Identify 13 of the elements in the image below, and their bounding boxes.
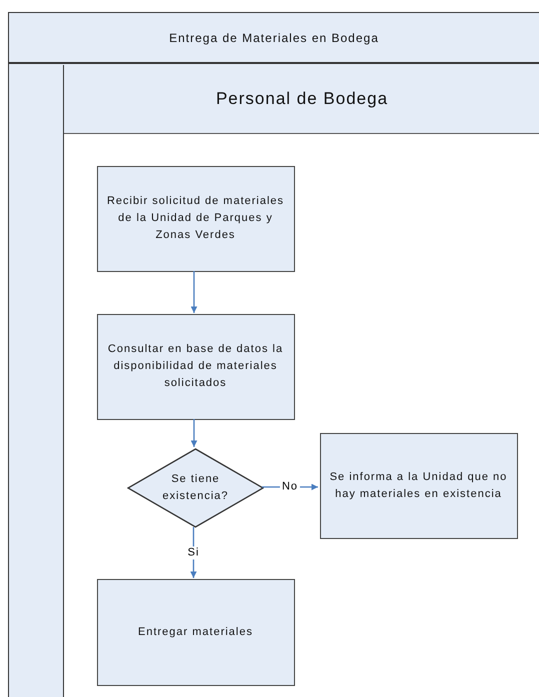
step-text: Entregar materiales: [137, 624, 254, 640]
step-text: Recibir solicitud de materiales de la Unidad de Parques y Zonas Verdes: [106, 194, 286, 243]
lane-title: Personal de Bodega: [64, 65, 539, 134]
step-text: Se tiene existencia?: [161, 472, 230, 504]
process-box: [97, 166, 295, 272]
step-text: Se informa a la Unidad que no hay materiales en existencia: [328, 470, 508, 502]
process-box: [320, 433, 518, 539]
process-box: [97, 579, 295, 686]
step-text: Consultar en base de datos la disponibilidad de materiales solicitados: [106, 342, 284, 391]
decision-diamond: [127, 448, 264, 528]
process-box: [97, 314, 295, 420]
pool-frame: [8, 12, 539, 697]
swimlane: [63, 65, 539, 697]
